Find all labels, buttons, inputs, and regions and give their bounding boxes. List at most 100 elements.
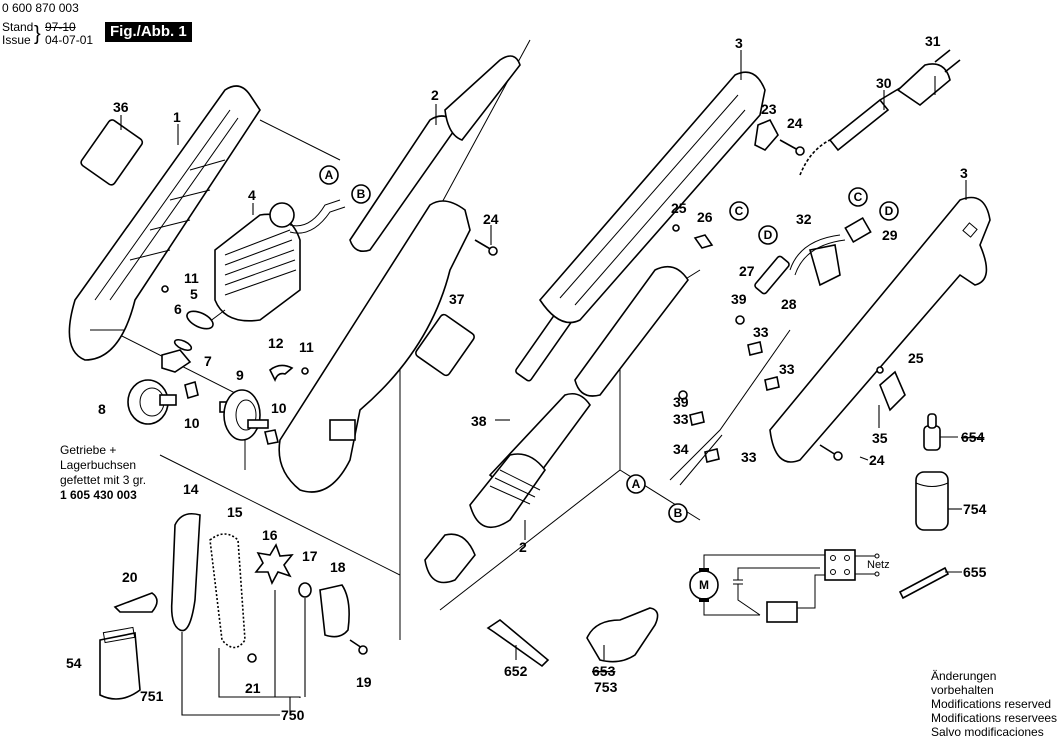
mains-plug-31 bbox=[896, 49, 961, 107]
terminal-block-29 bbox=[844, 216, 872, 244]
label-26: 26 bbox=[697, 209, 713, 225]
label-54: 54 bbox=[66, 655, 82, 671]
label-9: 9 bbox=[236, 367, 244, 383]
screw-21 bbox=[247, 653, 257, 663]
label-14: 14 bbox=[183, 481, 199, 497]
label-1: 1 bbox=[173, 109, 181, 125]
label-753: 753 bbox=[594, 679, 618, 695]
bushing-10-b bbox=[264, 429, 279, 445]
screw-24-c-head bbox=[833, 451, 843, 461]
pin-26 bbox=[693, 234, 714, 249]
label-30: 30 bbox=[876, 75, 892, 91]
figure-label: Fig./Abb. 1 bbox=[105, 22, 192, 42]
terminal-33-c bbox=[689, 411, 705, 426]
label-20: 20 bbox=[122, 569, 138, 585]
label-31: 31 bbox=[925, 33, 941, 49]
wires-32 bbox=[789, 234, 846, 276]
bushing-10-a bbox=[184, 380, 199, 400]
screw-24-b bbox=[779, 139, 799, 151]
spring-25-b bbox=[876, 366, 884, 374]
mains-label: Netz bbox=[867, 559, 890, 571]
label-21: 21 bbox=[245, 680, 261, 696]
label-25-a: 25 bbox=[671, 200, 687, 216]
label-15: 15 bbox=[227, 504, 243, 520]
grease-note-line1: Getriebe + bbox=[60, 443, 117, 457]
hex-key-652 bbox=[486, 619, 550, 668]
washer-17 bbox=[298, 582, 312, 598]
label-10-a: 10 bbox=[184, 415, 200, 431]
label-654-struck: 654 bbox=[961, 429, 985, 445]
label-17: 17 bbox=[302, 548, 318, 564]
svg-text:C: C bbox=[735, 204, 744, 218]
grip-housing-37 bbox=[278, 200, 475, 493]
screw-11-a bbox=[161, 285, 169, 293]
screw-11-b bbox=[301, 367, 309, 375]
stand-value-struck: 97-10 bbox=[45, 20, 76, 34]
adapter-654 bbox=[923, 413, 941, 451]
connector-a-upper: A bbox=[319, 165, 339, 185]
svg-text:B: B bbox=[674, 506, 683, 520]
label-39-b: 39 bbox=[673, 394, 689, 410]
guide-bar-14 bbox=[170, 512, 201, 632]
chain-tensioner-20 bbox=[113, 592, 158, 613]
label-24-c: 24 bbox=[869, 452, 885, 468]
svg-text:D: D bbox=[885, 204, 894, 218]
terminal-33-a bbox=[747, 341, 763, 356]
switch-rocker-35 bbox=[879, 370, 906, 412]
screw-24-c bbox=[819, 444, 837, 456]
connector-d-left: D bbox=[758, 225, 778, 245]
label-751: 751 bbox=[140, 688, 164, 704]
label-2-lower: 2 bbox=[519, 539, 527, 555]
connector-d-right: D bbox=[879, 201, 899, 221]
svg-text:D: D bbox=[764, 228, 773, 242]
cable-clamp-23 bbox=[754, 118, 779, 151]
housing-half-3-upper bbox=[538, 71, 766, 324]
label-28: 28 bbox=[781, 296, 797, 312]
label-750: 750 bbox=[281, 707, 305, 723]
grease-part-number: 1 605 430 003 bbox=[60, 488, 137, 502]
label-6: 6 bbox=[174, 301, 182, 317]
label-25-b: 25 bbox=[908, 350, 924, 366]
label-24-b: 24 bbox=[787, 115, 803, 131]
bracket-751 bbox=[181, 632, 280, 716]
chain-tool-753 bbox=[586, 607, 659, 663]
connector-c-right: C bbox=[848, 187, 868, 207]
guide-tube-2-lower bbox=[424, 265, 689, 584]
power-cord-30 bbox=[799, 87, 901, 176]
grease-note: Getriebe + Lagerbuchsen gefettet mit 3 g… bbox=[60, 443, 146, 503]
housing-half-3-lower bbox=[769, 196, 991, 463]
label-33-d: 33 bbox=[741, 449, 757, 465]
connector-c-left: C bbox=[729, 201, 749, 221]
housing-half-left bbox=[68, 85, 261, 361]
label-23: 23 bbox=[761, 101, 777, 117]
label-plate-36 bbox=[80, 119, 144, 186]
label-33-a: 33 bbox=[753, 324, 769, 340]
screw-39-b bbox=[678, 390, 688, 400]
svg-text:A: A bbox=[325, 168, 334, 182]
label-33-c: 33 bbox=[673, 411, 689, 427]
brace-icon: } bbox=[34, 23, 41, 45]
terminal-33-d bbox=[704, 448, 720, 463]
spur-gear-9 bbox=[219, 389, 269, 441]
modifications-fr: Modifications reservees bbox=[931, 711, 1058, 725]
exploded-parts-diagram: M Netz A B C D C D A B bbox=[66, 33, 991, 723]
screw-24-b-head bbox=[795, 146, 805, 156]
cover-plate-18 bbox=[319, 584, 350, 638]
capacitor-27 bbox=[754, 255, 790, 295]
label-3-lower: 3 bbox=[960, 165, 968, 181]
grease-note-line3: gefettet mit 3 gr. bbox=[60, 473, 147, 487]
label-37: 37 bbox=[449, 291, 465, 307]
label-3-upper: 3 bbox=[735, 35, 743, 51]
label-4: 4 bbox=[248, 187, 256, 203]
blade-guard-54 bbox=[99, 632, 141, 700]
label-2-upper: 2 bbox=[431, 87, 439, 103]
part-labels: 36 1 4 11 5 6 7 9 12 11 8 10 10 2 24 37 … bbox=[66, 33, 987, 723]
label-5: 5 bbox=[190, 286, 198, 302]
terminal-33-b bbox=[764, 376, 780, 391]
clip-12 bbox=[268, 364, 294, 382]
motor-symbol-label: M bbox=[699, 578, 709, 592]
spring-25-a bbox=[672, 224, 680, 232]
ring-6 bbox=[173, 338, 193, 352]
label-16: 16 bbox=[262, 527, 278, 543]
label-24-a: 24 bbox=[483, 211, 499, 227]
